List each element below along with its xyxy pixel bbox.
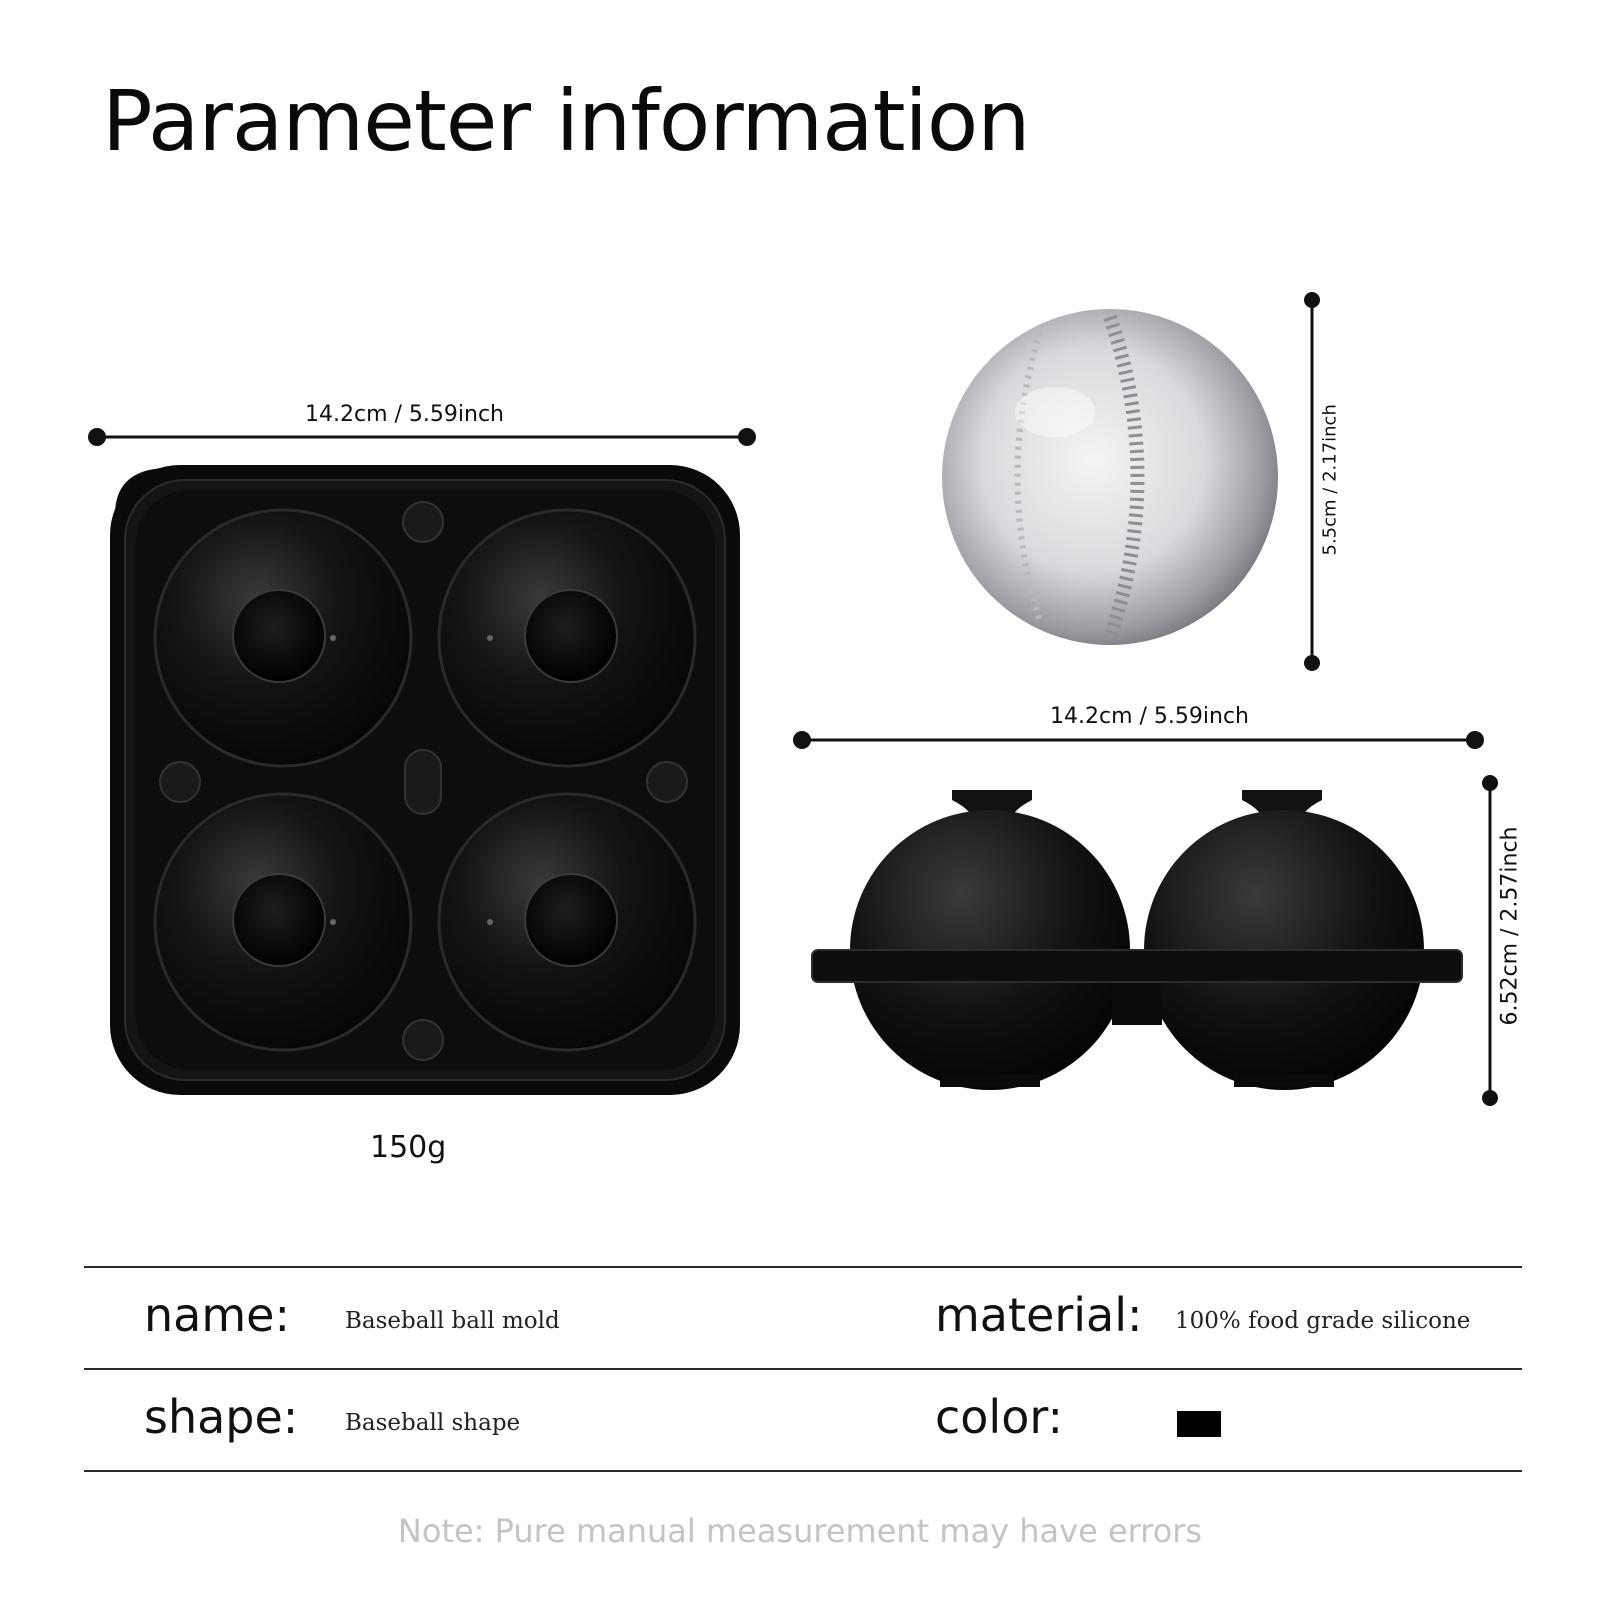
page-title: Parameter information xyxy=(102,72,1031,170)
color-label: color: xyxy=(935,1390,1063,1444)
table-divider-top xyxy=(84,1266,1522,1268)
weight-label: 150g xyxy=(370,1130,447,1165)
shape-value: Baseball shape xyxy=(345,1410,521,1436)
material-value: 100% food grade silicone xyxy=(1175,1308,1471,1334)
side-height-label: 6.52cm / 2.57inch xyxy=(1497,826,1523,1026)
table-divider-middle xyxy=(84,1368,1522,1370)
side-width-label: 14.2cm / 5.59inch xyxy=(1050,704,1249,729)
table-divider-bottom xyxy=(84,1470,1522,1472)
ball-diameter-label: 5.5cm / 2.17inch xyxy=(1319,404,1341,556)
top-width-label: 14.2cm / 5.59inch xyxy=(305,402,504,427)
material-label: material: xyxy=(935,1288,1143,1342)
name-label: name: xyxy=(144,1288,290,1342)
ice-ball-image xyxy=(942,309,1278,645)
mold-side-view-image xyxy=(811,790,1463,1090)
shape-label: shape: xyxy=(144,1390,299,1444)
name-value: Baseball ball mold xyxy=(345,1308,560,1334)
mold-top-view-image xyxy=(110,465,740,1095)
measurement-note: Note: Pure manual measurement may have e… xyxy=(397,1512,1203,1550)
color-swatch xyxy=(1177,1411,1221,1437)
